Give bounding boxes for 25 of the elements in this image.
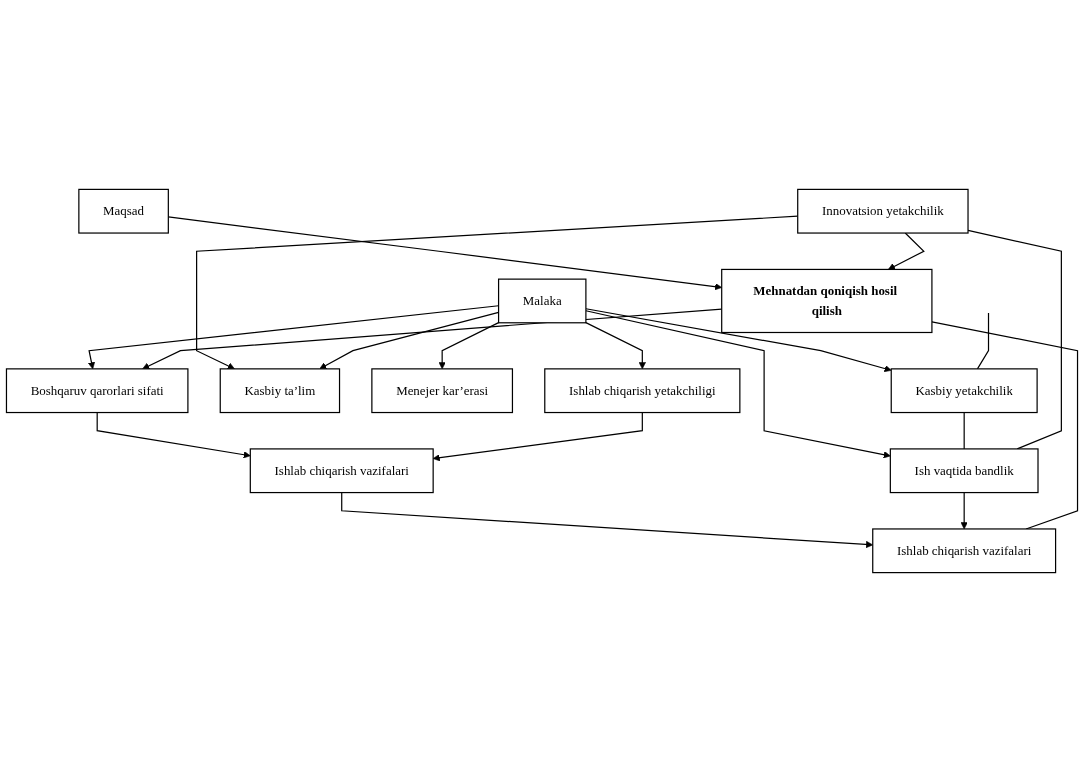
node-box: Ishlab chiqarish vazifalari (872, 528, 1057, 574)
node-box: Kasbiy ta’lim (219, 368, 341, 414)
arrow (585, 310, 891, 459)
node-box: Innovatsion yetakchilik (797, 188, 969, 234)
connector (967, 229, 1062, 450)
node-box: Menejer kar’erasi (371, 368, 514, 414)
node-box: Malaka (498, 278, 587, 324)
arrow (96, 411, 251, 459)
connector (976, 312, 990, 370)
connector (963, 411, 965, 450)
node-box: Mehnatdan qoniqish hosil qilish (721, 268, 933, 334)
arrow (888, 232, 925, 270)
connector (931, 321, 1079, 530)
arrow (438, 322, 500, 370)
node-box: Ishlab chiqarish yetakchiligi (544, 368, 741, 414)
node-box: Kasbiy yetakchilik (890, 368, 1038, 414)
node-box: Boshqaruv qarorlari sifati (5, 368, 189, 414)
arrow (319, 311, 500, 370)
node-box: Ishlab chiqarish vazifalari (249, 448, 434, 494)
arrow (960, 491, 968, 530)
arrow (88, 305, 500, 370)
arrow (585, 322, 646, 370)
node-box: Ish vaqtida bandlik (889, 448, 1039, 494)
node-box: Maqsad (78, 188, 169, 234)
arrow (585, 308, 892, 373)
